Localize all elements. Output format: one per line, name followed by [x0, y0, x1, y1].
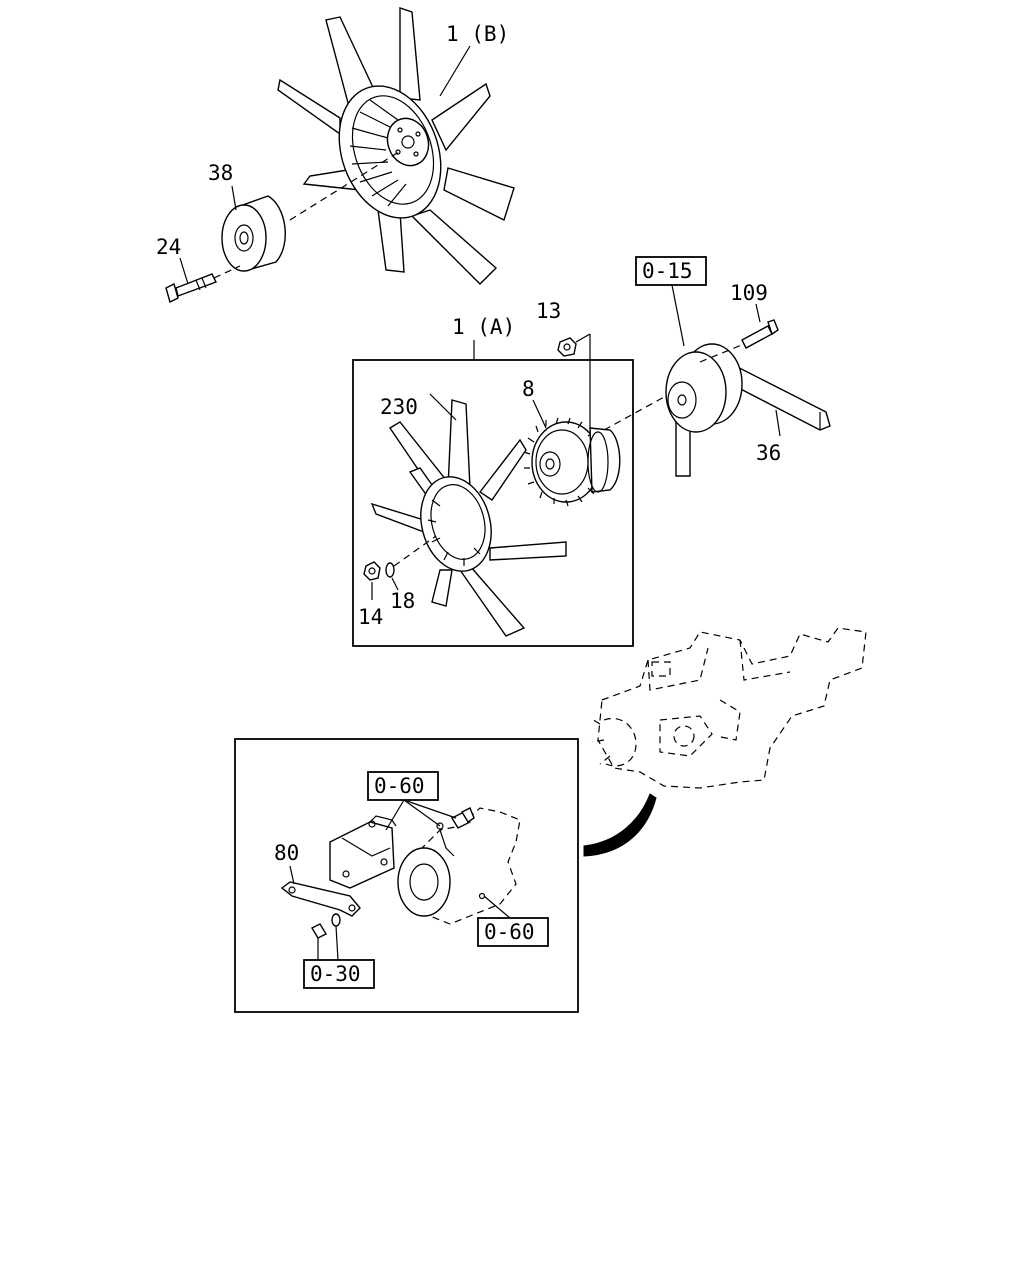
stud-109 [741, 319, 779, 349]
leader-0-60c [403, 799, 457, 819]
leader-36 [775, 409, 781, 437]
ref-box-0-60-right[interactable]: 0-60 [477, 917, 549, 947]
ref-box-0-15[interactable]: 0-15 [635, 256, 707, 286]
bolt-0-60 [451, 807, 475, 829]
fan-230 [370, 399, 567, 637]
bracket-80 [280, 881, 361, 917]
callout-8: 8 [522, 377, 535, 401]
water-pump-pulley [665, 343, 743, 433]
ref-0-60-right: 0-60 [484, 920, 535, 944]
callout-230: 230 [380, 395, 418, 419]
washer-18 [385, 562, 395, 578]
ref-0-60-top: 0-60 [374, 774, 425, 798]
fan-a-box [352, 359, 634, 647]
ref-0-15: 0-15 [642, 259, 693, 283]
ref-box-0-60-top[interactable]: 0-60 [367, 771, 439, 801]
axis-line-clutch [603, 395, 667, 431]
leader-24 [179, 257, 189, 285]
leader-0-60a [385, 799, 405, 831]
engine-outline [589, 627, 867, 789]
bolt-0-30 [311, 913, 341, 939]
leader-109 [755, 303, 761, 323]
callout-24: 24 [156, 235, 181, 259]
ref-box-0-30[interactable]: 0-30 [303, 959, 375, 989]
nut-13 [557, 337, 577, 357]
leader-fan-b [439, 45, 471, 97]
callout-80: 80 [274, 841, 299, 865]
fan-b [277, 7, 515, 285]
axis-line-bolt-24 [213, 265, 241, 279]
leader-8 [532, 399, 547, 429]
axis-line-fan-a [393, 535, 437, 567]
fan-clutch-8 [523, 417, 621, 507]
leader-13a [575, 333, 591, 343]
leader-38 [231, 185, 237, 211]
callout-38: 38 [208, 161, 233, 185]
bolt-24 [165, 273, 217, 304]
leader-0-60b [403, 799, 441, 827]
callout-13: 13 [536, 299, 561, 323]
pulley-38 [221, 195, 286, 272]
ref-0-30: 0-30 [310, 962, 361, 986]
leader-0-30b [335, 925, 339, 961]
axis-line-stud [699, 343, 745, 363]
callout-36: 36 [756, 441, 781, 465]
callout-14: 14 [358, 605, 383, 629]
callout-fan-b: 1 (B) [446, 22, 509, 46]
leader-0-60d [483, 895, 511, 919]
detail-arrow [583, 793, 657, 857]
fan-bracket [329, 815, 397, 889]
axis-line-fan-b [289, 149, 403, 221]
leader-80 [289, 865, 295, 885]
callout-109: 109 [730, 281, 768, 305]
callout-18: 18 [390, 589, 415, 613]
leader-0-15 [671, 284, 685, 347]
nut-14 [363, 561, 381, 581]
leader-18 [391, 577, 399, 591]
leader-230 [429, 393, 457, 421]
callout-fan-a: 1 (A) [452, 315, 515, 339]
bracket-detail-box [234, 738, 579, 1013]
